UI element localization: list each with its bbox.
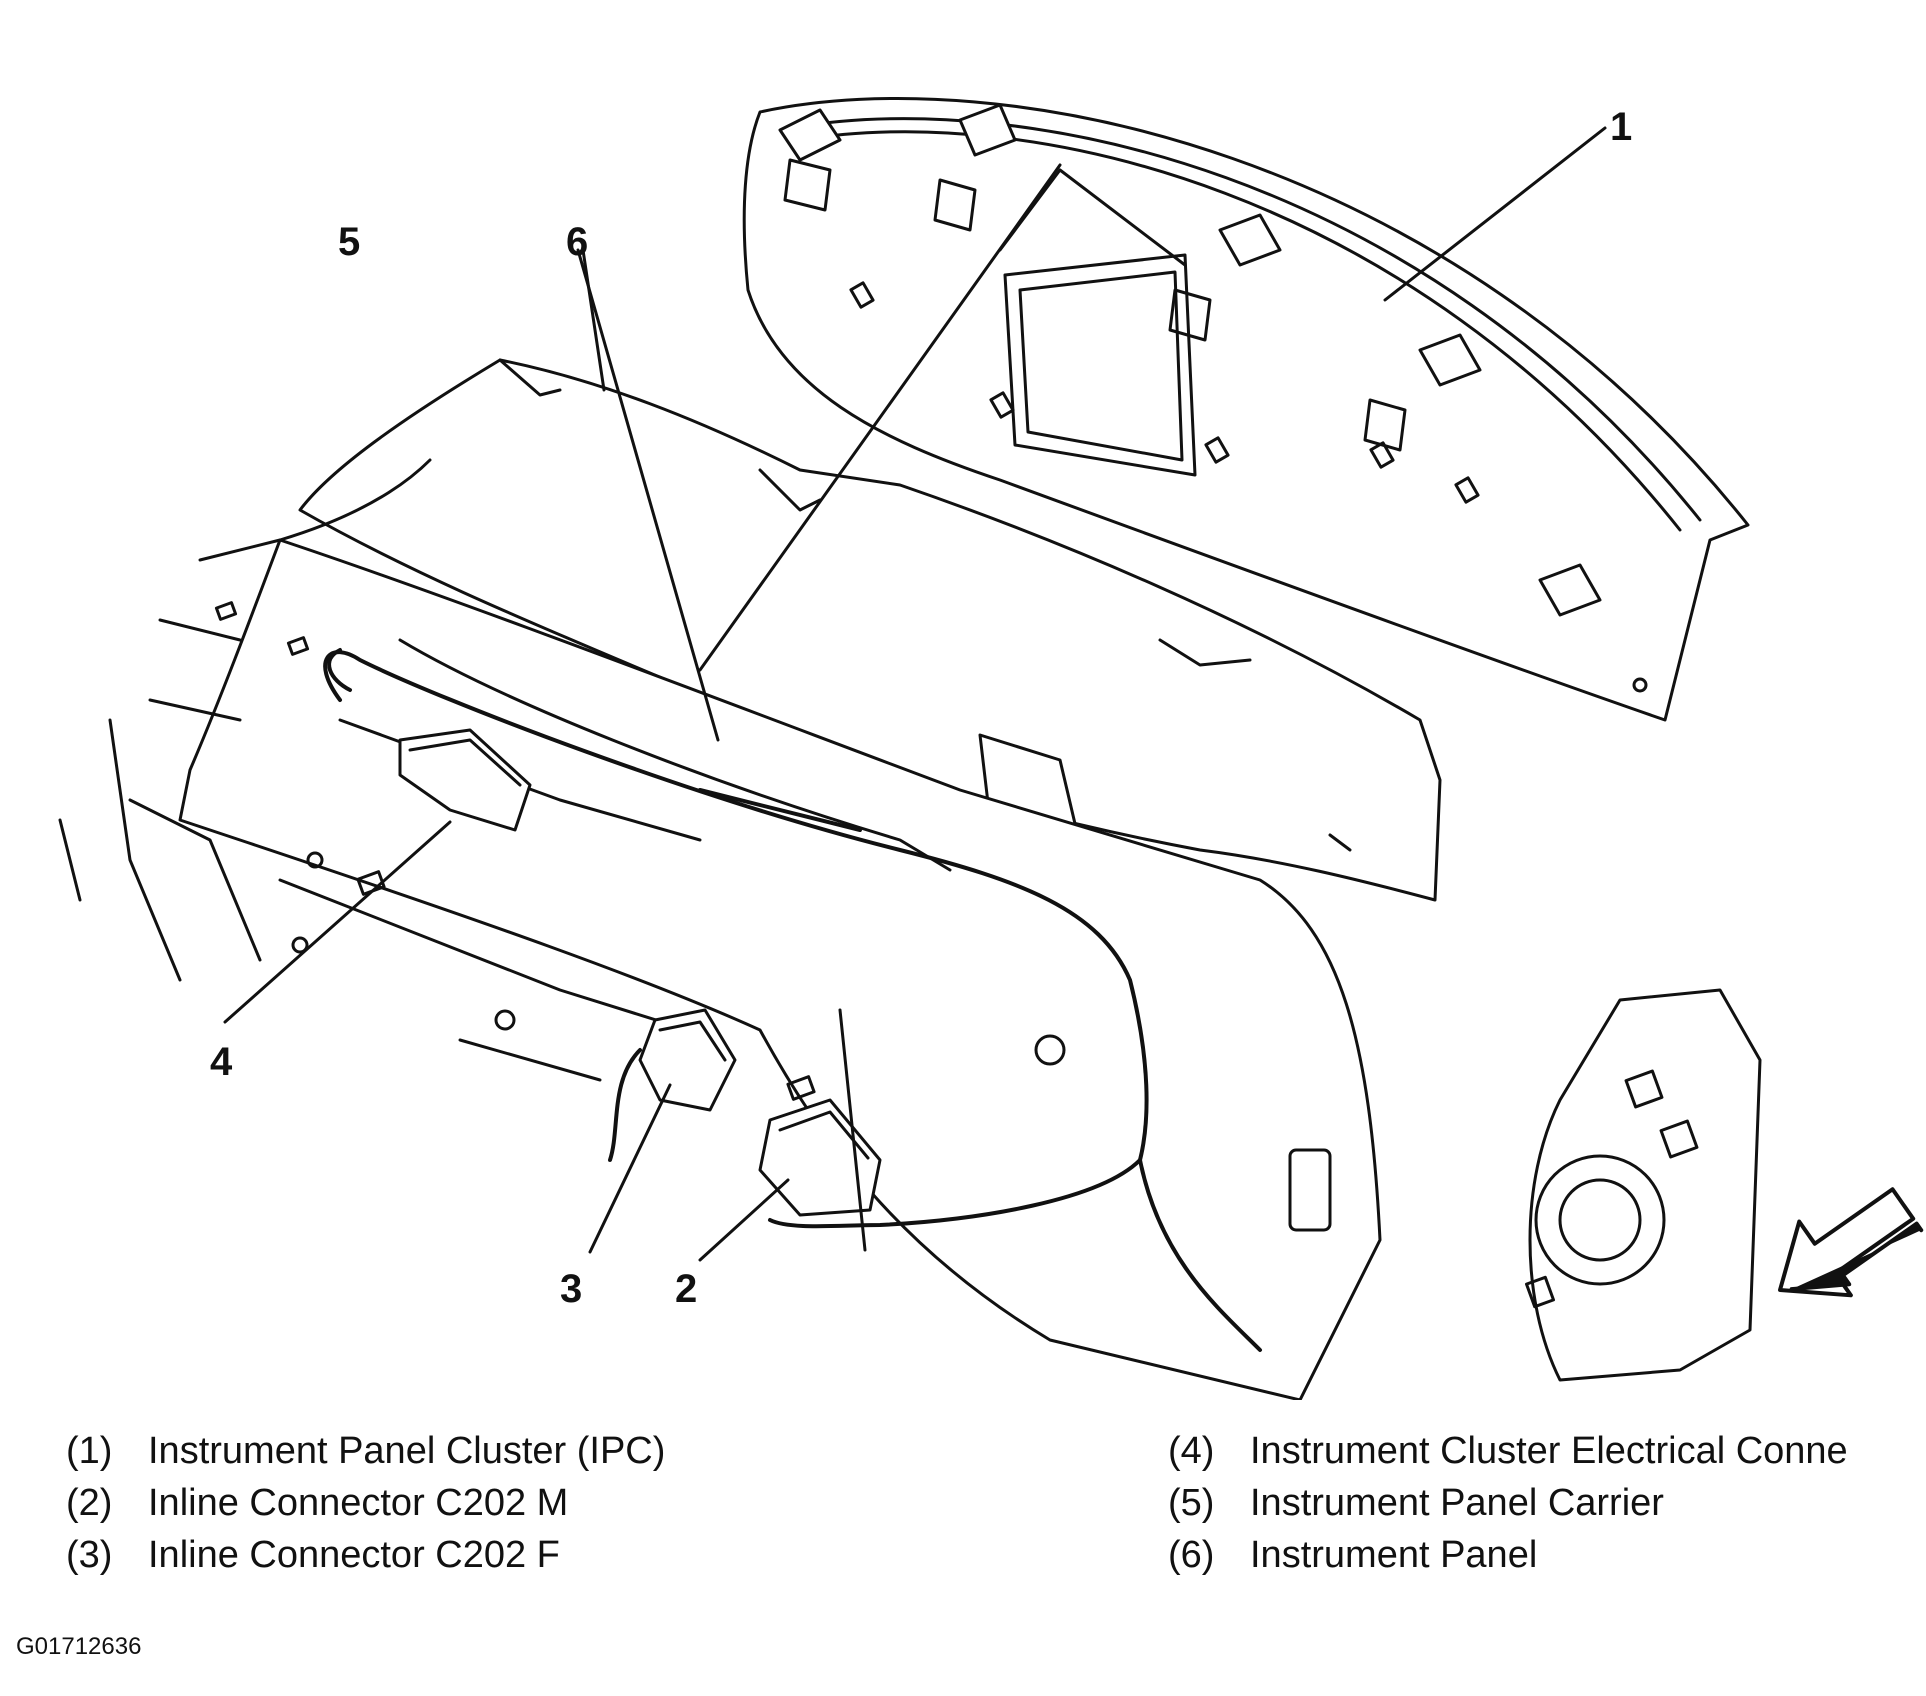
callout-3: 3 xyxy=(560,1267,582,1311)
legend-item-6: (6) Instrument Panel xyxy=(1168,1529,1926,1581)
legend-column-left: (1) Instrument Panel Cluster (IPC) (2) I… xyxy=(66,1425,1146,1581)
legend-number: (5) xyxy=(1168,1482,1215,1524)
legend-text: Instrument Cluster Electrical Conne xyxy=(1250,1430,1848,1472)
legend-item-3: (3) Inline Connector C202 F xyxy=(66,1529,1146,1581)
legend-text: Inline Connector C202 M xyxy=(148,1482,569,1524)
inline-connector-c202-f xyxy=(638,1008,737,1112)
leader-lines xyxy=(223,126,1607,1262)
inline-connector-c202-m xyxy=(758,1098,882,1217)
legend: (1) Instrument Panel Cluster (IPC) (2) I… xyxy=(0,1425,1926,1605)
legend-number: (4) xyxy=(1168,1430,1215,1472)
legend-text: Instrument Panel Cluster (IPC) xyxy=(148,1430,666,1472)
callout-4: 4 xyxy=(210,1040,233,1084)
legend-number: (2) xyxy=(66,1482,113,1524)
wiring-harness xyxy=(323,648,1262,1352)
legend-item-4: (4) Instrument Cluster Electrical Conne xyxy=(1168,1425,1926,1477)
legend-number: (3) xyxy=(66,1534,113,1576)
instrument-cluster-connector xyxy=(398,728,532,832)
legend-item-2: (2) Inline Connector C202 M xyxy=(66,1477,1146,1529)
callout-1: 1 xyxy=(1610,105,1632,149)
exploded-diagram: 1 6 5 4 3 2 xyxy=(58,96,1924,1400)
callout-5: 5 xyxy=(338,220,360,264)
callout-6: 6 xyxy=(566,220,588,264)
direction-arrow-icon xyxy=(1778,1187,1924,1298)
callout-2: 2 xyxy=(675,1267,697,1311)
legend-number: (1) xyxy=(66,1430,113,1472)
legend-item-5: (5) Instrument Panel Carrier xyxy=(1168,1477,1926,1529)
legend-number: (6) xyxy=(1168,1534,1215,1576)
legend-text: Inline Connector C202 F xyxy=(148,1534,560,1576)
legend-item-1: (1) Instrument Panel Cluster (IPC) xyxy=(66,1425,1146,1477)
legend-text: Instrument Panel Carrier xyxy=(1250,1482,1664,1524)
legend-text: Instrument Panel xyxy=(1250,1534,1538,1576)
legend-column-right: (4) Instrument Cluster Electrical Conne … xyxy=(1168,1425,1926,1581)
figure-id: G01712636 xyxy=(16,1633,142,1660)
